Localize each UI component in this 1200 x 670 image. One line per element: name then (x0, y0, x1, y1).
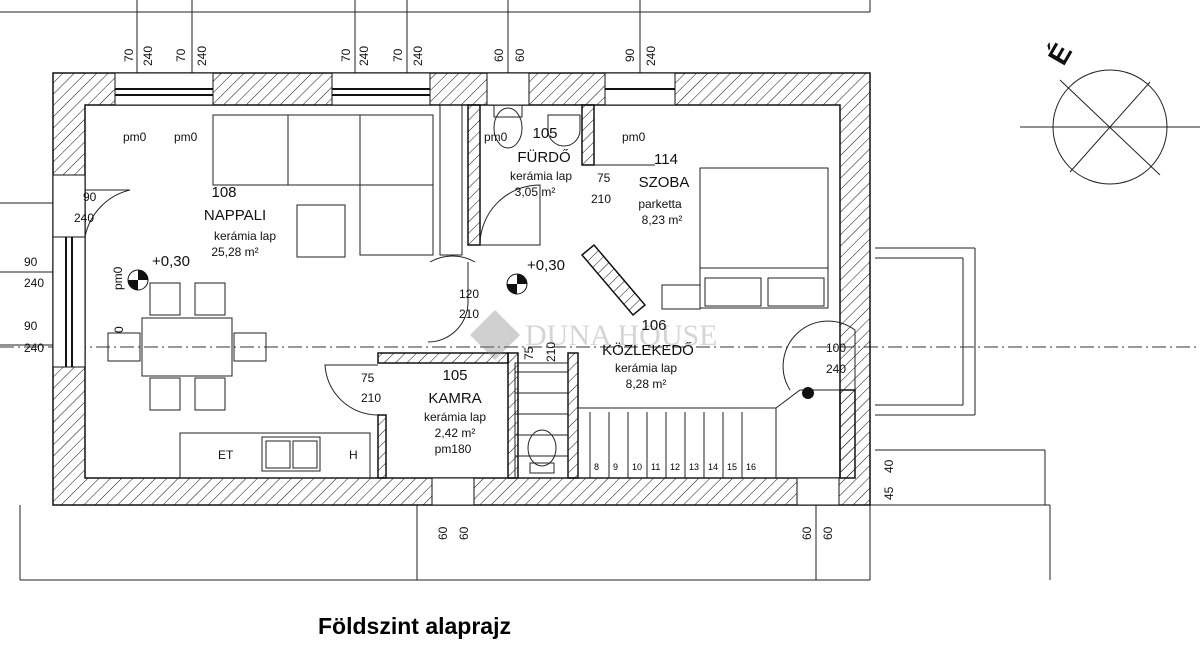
svg-text:100: 100 (826, 341, 846, 355)
svg-text:70: 70 (339, 48, 353, 62)
svg-text:108: 108 (211, 184, 236, 201)
stair-step-number: 14 (708, 462, 718, 472)
svg-text:90: 90 (24, 255, 38, 269)
svg-text:pm0: pm0 (174, 130, 198, 144)
svg-text:240: 240 (24, 341, 44, 355)
svg-text:60: 60 (436, 526, 450, 540)
furniture (107, 104, 841, 479)
svg-text:KAMRA: KAMRA (428, 390, 481, 407)
level-text-hall: +0,30 (527, 257, 565, 274)
room-label-szoba: 114 SZOBA parketta 8,23 m² (638, 151, 689, 227)
svg-text:240: 240 (141, 46, 155, 66)
svg-text:kerámia lap: kerámia lap (510, 169, 572, 183)
svg-text:75: 75 (597, 171, 611, 185)
svg-text:pm0: pm0 (111, 266, 125, 290)
walls (52, 72, 871, 506)
room-label-kamra: 105 KAMRA kerámia lap 2,42 m² pm180 (424, 367, 486, 456)
svg-text:90: 90 (623, 48, 637, 62)
stair-step-number: 9 (613, 462, 618, 472)
svg-text:60: 60 (457, 526, 471, 540)
windows (52, 72, 840, 506)
svg-text:90: 90 (83, 190, 97, 204)
svg-text:60: 60 (492, 48, 506, 62)
svg-text:FÜRDŐ: FÜRDŐ (517, 148, 570, 166)
svg-text:106: 106 (641, 317, 666, 334)
svg-text:DUNA HOUSE: DUNA HOUSE (525, 319, 718, 352)
north-label: É (1042, 38, 1078, 70)
svg-text:25,28 m²: 25,28 m² (211, 245, 258, 259)
stair-step-number: 13 (689, 462, 699, 472)
level-marker-main (127, 269, 149, 291)
bottom-dimensions: 60 60 60 60 45 40 (436, 459, 896, 540)
svg-text:90: 90 (24, 319, 38, 333)
svg-text:NAPPALI: NAPPALI (204, 207, 266, 224)
svg-text:105: 105 (442, 367, 467, 384)
svg-text:114: 114 (654, 151, 678, 168)
svg-text:SZOBA: SZOBA (639, 174, 690, 191)
room-label-nappali: 108 NAPPALI kerámia lap 25,28 m² (204, 184, 276, 259)
stair-step-number: 16 (746, 462, 756, 472)
svg-text:kerámia lap: kerámia lap (424, 410, 486, 424)
svg-text:60: 60 (513, 48, 527, 62)
room-label-furdo: 105 FÜRDŐ kerámia lap 3,05 m² (510, 125, 572, 199)
svg-text:45: 45 (882, 486, 896, 500)
svg-text:210: 210 (544, 342, 558, 362)
stair-steps: 8 9 10 11 12 13 14 15 16 (515, 371, 756, 478)
svg-text:8,23 m²: 8,23 m² (642, 213, 683, 227)
svg-text:70: 70 (391, 48, 405, 62)
svg-text:70: 70 (174, 48, 188, 62)
svg-text:40: 40 (882, 459, 896, 473)
caption: Földszint alaprajz (318, 613, 511, 639)
top-dimensions: 70 240 70 240 70 240 70 240 60 60 90 240 (122, 46, 658, 66)
svg-text:8,28 m²: 8,28 m² (626, 377, 667, 391)
et-label: ET (218, 448, 234, 462)
svg-text:240: 240 (411, 46, 425, 66)
room-label-kozlekedo: 106 KÖZLEKEDŐ kerámia lap 8,28 m² (602, 317, 694, 391)
doors (84, 164, 856, 416)
svg-text:240: 240 (357, 46, 371, 66)
level-text-main: +0,30 (152, 253, 190, 270)
stair-step-number: 10 (632, 462, 642, 472)
svg-text:75: 75 (361, 371, 375, 385)
svg-text:kerámia lap: kerámia lap (615, 361, 677, 375)
stair-step-number: 12 (670, 462, 680, 472)
stair-step-number: 11 (651, 462, 660, 472)
svg-text:3,05 m²: 3,05 m² (515, 185, 556, 199)
north-arrow-icon (1020, 69, 1200, 185)
svg-text:KÖZLEKEDŐ: KÖZLEKEDŐ (602, 341, 694, 359)
svg-text:210: 210 (591, 192, 611, 206)
svg-text:60: 60 (800, 526, 814, 540)
column-dot (802, 387, 814, 399)
stair-step-number: 15 (727, 462, 737, 472)
svg-text:kerámia lap: kerámia lap (214, 229, 276, 243)
h-label: H (349, 448, 358, 462)
watermark: DUNA HOUSE (470, 310, 718, 360)
svg-text:0: 0 (112, 326, 126, 333)
svg-text:240: 240 (24, 276, 44, 290)
svg-text:2,42 m²: 2,42 m² (435, 426, 476, 440)
stair-step-number: 8 (594, 462, 599, 472)
pm-labels: pm0 pm0 pm0 pm0 pm0 0 (111, 130, 646, 333)
svg-text:70: 70 (122, 48, 136, 62)
svg-text:210: 210 (361, 391, 381, 405)
svg-text:240: 240 (195, 46, 209, 66)
svg-text:60: 60 (821, 526, 835, 540)
svg-text:105: 105 (532, 125, 557, 142)
svg-text:pm180: pm180 (435, 442, 472, 456)
svg-text:pm0: pm0 (123, 130, 147, 144)
svg-text:pm0: pm0 (622, 130, 646, 144)
svg-text:240: 240 (74, 211, 94, 225)
frame-lines (0, 0, 1051, 581)
svg-text:240: 240 (826, 362, 846, 376)
svg-text:pm0: pm0 (484, 130, 508, 144)
svg-text:75: 75 (522, 346, 536, 360)
svg-text:240: 240 (644, 46, 658, 66)
svg-text:parketta: parketta (638, 197, 682, 211)
top-dimension-lines (136, 0, 817, 580)
svg-text:120: 120 (459, 287, 479, 301)
svg-text:210: 210 (459, 307, 479, 321)
level-marker-hall (506, 273, 528, 295)
door-dimensions: 90 240 90 240 90 240 75 210 120 210 75 2… (24, 171, 846, 405)
